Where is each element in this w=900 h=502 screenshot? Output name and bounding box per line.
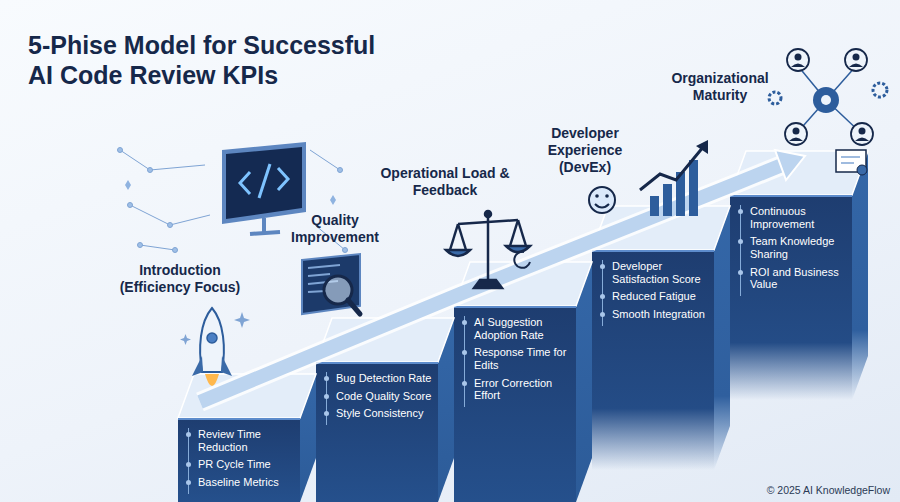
org-network-icon	[769, 49, 887, 175]
block-edge	[730, 195, 852, 197]
kpi-item: Style Consistency	[336, 407, 434, 420]
phase-heading: Quality Improvement	[280, 212, 390, 246]
phase-heading: Organizational Maturity	[655, 70, 785, 104]
kpi-item: Smooth Integration	[612, 308, 710, 321]
phase-heading: Introduction (Efficiency Focus)	[105, 262, 255, 296]
kpi-list: Review Time Reduction PR Cycle TimeBaseli…	[188, 428, 296, 494]
kpi-item: Continuous Improvement	[750, 205, 848, 230]
kpi-item: Team Knowledge Sharing	[750, 235, 848, 260]
kpi-list: Bug Detection RateCode Quality ScoreStyl…	[326, 372, 434, 425]
kpi-item: ROI and Business Value	[750, 266, 848, 291]
phase-step: Introduction (Efficiency Focus) Review Ti…	[105, 262, 316, 502]
block-edge	[178, 418, 300, 420]
kpi-list: AI Suggestion Adoption RateResponse Time…	[464, 316, 572, 407]
phase-step: Operational Load & Feedback AI Suggestion…	[370, 165, 592, 502]
kpi-item: Bug Detection Rate	[336, 372, 434, 385]
kpi-item: PR Cycle Time	[198, 458, 296, 471]
balance-scale-icon	[446, 211, 530, 288]
block-edge	[454, 306, 576, 308]
growth-chart-icon	[640, 140, 708, 216]
block-front	[178, 418, 300, 502]
kpi-list: Continuous ImprovementTeam Knowledge Sha…	[740, 205, 848, 296]
kpi-item: Developer Satisfaction Score	[612, 260, 710, 285]
magnifier-icon	[302, 254, 360, 314]
block-edge	[592, 250, 714, 252]
kpi-item: AI Suggestion Adoption Rate	[474, 316, 572, 341]
kpi-item: Review Time Reduction	[198, 428, 296, 453]
copyright-note: © 2025 AI KnowledgeFlow	[767, 484, 890, 496]
block-front	[316, 362, 438, 502]
kpi-item: Error Correction Effort	[474, 377, 572, 402]
kpi-item: Baseline Metrics	[198, 476, 296, 489]
smiley-icon	[589, 187, 615, 213]
phase-heading: Developer Experience (DevEx)	[530, 125, 640, 175]
block-edge	[316, 362, 438, 364]
kpi-item: Response Time for Edits	[474, 346, 572, 371]
kpi-item: Code Quality Score	[336, 390, 434, 403]
code-monitor	[222, 142, 306, 234]
rocket-icon	[180, 308, 250, 386]
kpi-list: Developer Satisfaction ScoreReduced Fati…	[602, 260, 710, 326]
block-front	[730, 195, 852, 400]
block-front	[454, 306, 576, 502]
diagram-title: 5-Phise Model for Successful AI Code Rev…	[28, 30, 388, 90]
phase-step: Developer Experience (DevEx) Developer Sa…	[530, 125, 730, 470]
block-front	[592, 250, 714, 470]
phase-step: Quality ImprovementBug Detection RateCod…	[280, 212, 454, 502]
phase-step: Organizational MaturityContinuous Improv…	[655, 70, 868, 400]
block-side	[714, 206, 730, 470]
arrow-head	[775, 150, 805, 180]
kpi-item: Reduced Fatigue	[612, 290, 710, 303]
phase-heading: Operational Load & Feedback	[370, 165, 520, 199]
